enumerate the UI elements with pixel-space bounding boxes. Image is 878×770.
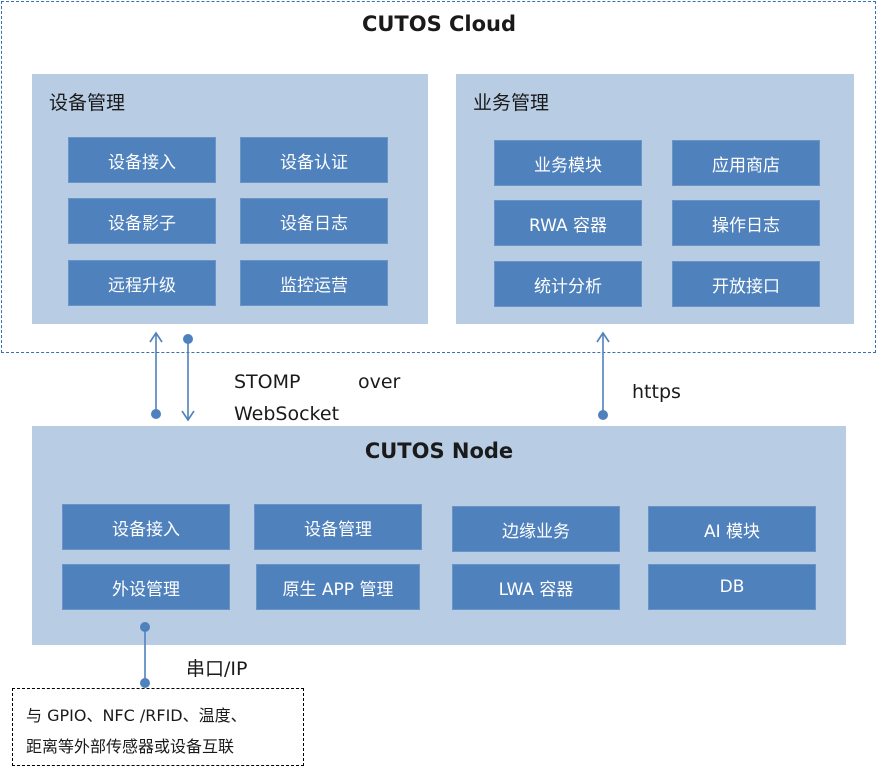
- external-devices-line-1: 与 GPIO、NFC /RFID、温度、: [26, 706, 247, 725]
- external-devices-frame: [12, 688, 304, 766]
- serial-ip-label: 串口/IP: [186, 658, 248, 680]
- rwa-container-box: RWA 容器: [494, 200, 642, 246]
- over-label: over: [358, 371, 401, 393]
- peripheral-management-box: 外设管理: [62, 564, 230, 610]
- ai-module-box: AI 模块: [648, 506, 816, 552]
- db-box: DB: [648, 564, 816, 610]
- monitoring-ops-box: 监控运营: [240, 260, 388, 306]
- lwa-container-box: LWA 容器: [452, 564, 620, 610]
- downstream-arrowhead: [181, 410, 195, 422]
- cutos-node-title: CUTOS Node: [364, 439, 514, 463]
- open-api-box: 开放接口: [672, 261, 820, 307]
- node-device-access-box: 设备接入: [62, 504, 230, 550]
- https-dot: [598, 410, 608, 420]
- node-device-management-box: 设备管理: [254, 504, 422, 550]
- native-app-management-box: 原生 APP 管理: [256, 564, 420, 610]
- business-module-box: 业务模块: [494, 140, 642, 186]
- websocket-label: WebSocket: [234, 403, 340, 425]
- https-label: https: [632, 381, 681, 403]
- external-devices-line-2: 距离等外部传感器或设备互联: [26, 737, 235, 756]
- device-shadow-box: 设备影子: [68, 198, 216, 244]
- cutos-cloud-frame: [1, 1, 876, 353]
- downstream-dot: [183, 334, 193, 344]
- device-management-title: 设备管理: [49, 92, 126, 114]
- remote-upgrade-box: 远程升级: [68, 260, 216, 306]
- stomp-label: STOMP: [234, 371, 301, 393]
- app-store-box: 应用商店: [672, 140, 820, 186]
- https-arrowhead: [596, 331, 610, 343]
- serial-dot-top: [140, 622, 150, 632]
- serial-dot-bottom: [140, 678, 150, 688]
- upstream-arrowhead: [149, 331, 163, 343]
- device-auth-box: 设备认证: [240, 137, 388, 183]
- business-management-title: 业务管理: [473, 92, 550, 114]
- operation-log-box: 操作日志: [672, 200, 820, 246]
- upstream-dot: [151, 409, 161, 419]
- device-access-box: 设备接入: [68, 137, 216, 183]
- edge-business-box: 边缘业务: [452, 506, 620, 552]
- cutos-cloud-title: CUTOS Cloud: [361, 12, 517, 36]
- statistics-box: 统计分析: [494, 261, 642, 307]
- device-log-box: 设备日志: [240, 198, 388, 244]
